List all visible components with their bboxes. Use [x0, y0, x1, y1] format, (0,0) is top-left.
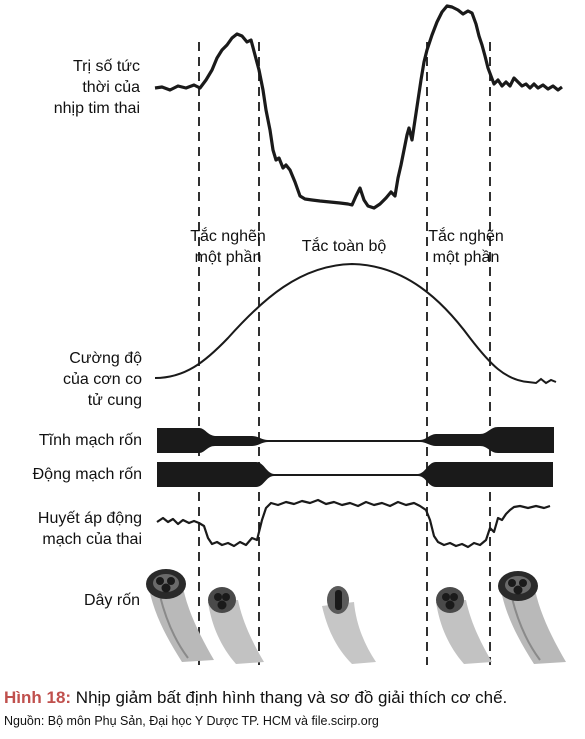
- bp-label: Huyết áp động mạch của thai: [12, 508, 142, 550]
- contraction-label-line-3: tử cung: [87, 392, 142, 409]
- phase-boundaries: [198, 42, 491, 665]
- artery-label: Động mạch rốn: [32, 466, 142, 483]
- figure-source: Nguồn: Bộ môn Phụ Sản, Đại học Y Dược TP…: [4, 714, 379, 728]
- contraction-label-line-2: của cơn co: [63, 371, 142, 388]
- cord-label: Dây rốn: [83, 592, 140, 609]
- phase-total: Tắc toàn bộ: [301, 238, 387, 255]
- cord-illustrations: [146, 569, 566, 664]
- fhr-label: Trị số tức thời của nhịp tim thai: [30, 56, 140, 119]
- vein-label: Tĩnh mạch rốn: [38, 432, 142, 449]
- fhr-label-line-1: Trị số tức: [72, 58, 140, 75]
- fhr-label-line-2: thời của: [82, 79, 140, 96]
- fhr-label-line-3: nhịp tim thai: [53, 100, 140, 117]
- phase-partial-left: Tắc nghẽn một phần: [158, 226, 298, 268]
- caption-text: Nhịp giảm bất định hình thang và sơ đồ g…: [71, 688, 508, 707]
- phase-partial-right-line-2: một phần: [432, 249, 500, 266]
- phase-partial-right-line-1: Tắc nghẽn: [428, 228, 504, 245]
- contraction-curve: [154, 262, 557, 385]
- cord-partial-right: [436, 587, 492, 664]
- caption-figure-label: Hình 18:: [4, 688, 72, 707]
- fhr-trace: [154, 4, 563, 210]
- cord-full-right: [498, 571, 566, 664]
- bp-label-line-2: mạch của thai: [42, 531, 142, 548]
- phase-partial-right: Tắc nghẽn một phần: [396, 226, 536, 268]
- contraction-label-line-1: Cường độ: [69, 350, 142, 367]
- cord-total: [322, 586, 376, 664]
- phase-partial-left-line-2: một phần: [194, 249, 262, 266]
- cord-partial-left: [208, 587, 264, 664]
- mechanism-diagram: [146, 4, 566, 665]
- cord-full-left: [146, 569, 214, 662]
- figure-caption: Hình 18: Nhịp giảm bất định hình thang v…: [4, 688, 507, 708]
- phase-partial-left-line-1: Tắc nghẽn: [190, 228, 266, 245]
- bp-label-line-1: Huyết áp động: [37, 510, 142, 527]
- umbilical-vein-shape: [157, 427, 554, 453]
- fetal-bp-trace: [156, 498, 551, 549]
- umbilical-artery-shape: [157, 462, 553, 487]
- contraction-label: Cường độ của cơn co tử cung: [20, 348, 142, 411]
